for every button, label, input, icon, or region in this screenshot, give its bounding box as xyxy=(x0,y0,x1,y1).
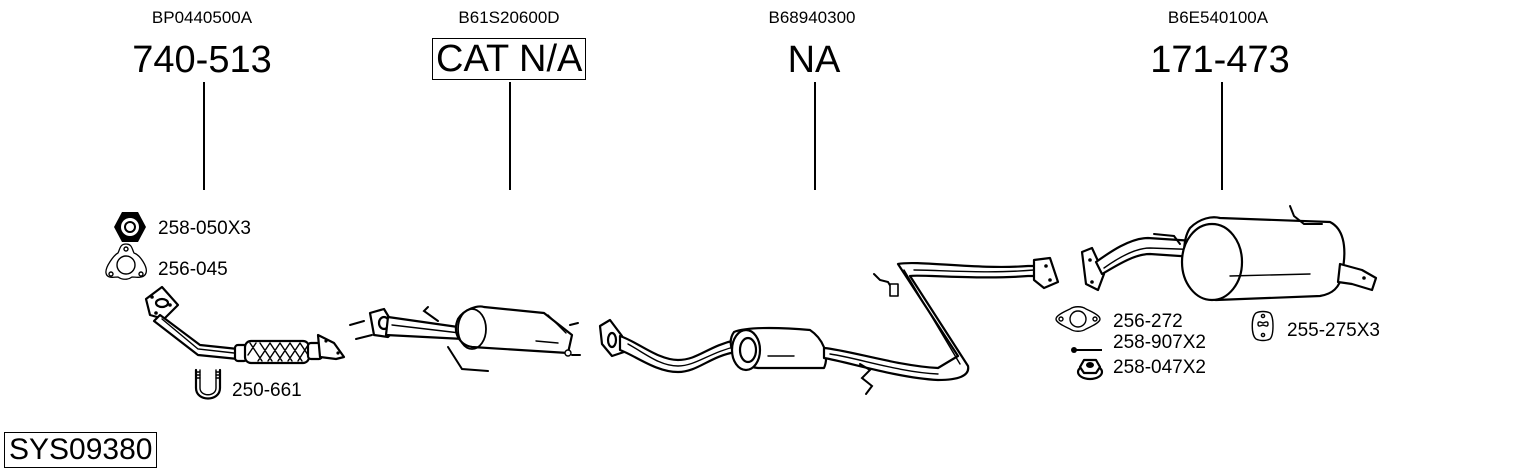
accessory-label-256-272[interactable]: 256-272 xyxy=(1113,311,1183,332)
part-number-catalyst[interactable]: CAT N/A xyxy=(432,38,587,80)
accessory-label-258-050x3[interactable]: 258-050X3 xyxy=(158,218,251,239)
three-hole-gasket-icon xyxy=(105,243,147,280)
part-number-front-pipe[interactable]: 740-513 xyxy=(132,39,272,81)
system-code-label: SYS09380 xyxy=(4,432,158,468)
leader-line-rear-silencer xyxy=(1221,82,1223,190)
oe-number-front-pipe: BP0440500A xyxy=(151,8,253,27)
oe-number-catalyst: B61S20600D xyxy=(458,8,560,27)
accessory-label-256-045[interactable]: 256-045 xyxy=(158,259,228,280)
front-pipe-drawing[interactable] xyxy=(140,285,350,365)
oe-number-rear-silencer: B6E540100A xyxy=(1167,8,1269,27)
accessory-label-250-661[interactable]: 250-661 xyxy=(232,380,302,401)
leader-line-catalyst xyxy=(509,82,511,190)
rubber-hanger-icon xyxy=(1251,310,1274,342)
part-number-rear-silencer[interactable]: 171-473 xyxy=(1150,39,1290,81)
rear-silencer-drawing[interactable] xyxy=(1080,204,1380,304)
catalytic-converter-drawing[interactable] xyxy=(348,295,581,372)
accessory-label-258-047x2[interactable]: 258-047X2 xyxy=(1113,357,1206,378)
u-bolt-clamp-icon xyxy=(194,368,222,400)
part-number-centre-silencer[interactable]: NA xyxy=(787,39,841,81)
accessory-label-255-275x3[interactable]: 255-275X3 xyxy=(1287,320,1380,341)
leader-line-centre-silencer xyxy=(814,82,816,190)
accessory-label-258-907x2[interactable]: 258-907X2 xyxy=(1113,332,1206,353)
hex-nut-icon xyxy=(114,212,146,242)
flange-nut-icon xyxy=(1076,358,1104,381)
bolt-icon xyxy=(1071,347,1102,353)
leader-line-front-pipe xyxy=(203,82,205,190)
two-hole-gasket-icon xyxy=(1055,306,1101,332)
oe-number-centre-silencer: B68940300 xyxy=(768,8,856,27)
centre-silencer-drawing[interactable] xyxy=(598,256,1063,396)
